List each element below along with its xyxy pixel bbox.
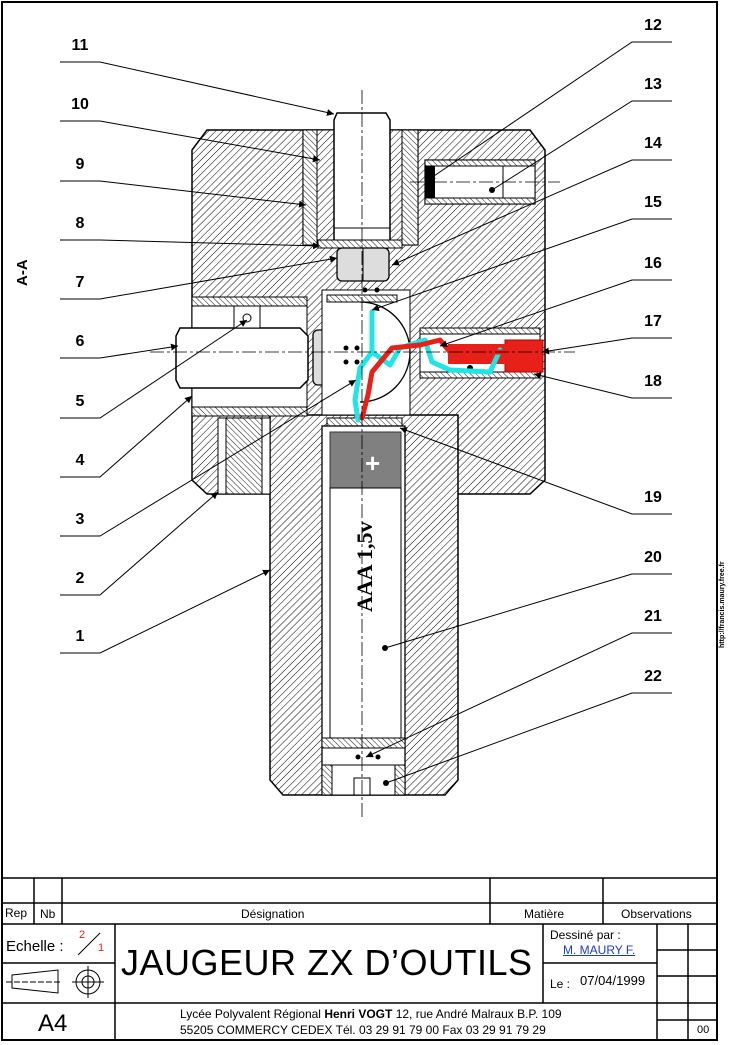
title-block-grid <box>2 877 717 1040</box>
part-label-13: 13 <box>644 76 662 93</box>
dessine-par-label: Dessiné par : <box>550 928 621 942</box>
leaders <box>60 41 672 784</box>
part-label-7: 7 <box>75 274 85 291</box>
school-line2: 55205 COMMERCY CEDEX Tél. 03 29 91 79 00… <box>180 1023 546 1037</box>
part-label-1: 1 <box>75 628 85 645</box>
cap-17 <box>504 339 544 373</box>
plate-19 <box>326 417 403 427</box>
revision: 00 <box>697 1024 710 1036</box>
scale-num: 2 <box>79 929 86 941</box>
section-label: A-A <box>14 259 31 286</box>
battery-20 <box>329 487 402 739</box>
part-label-22: 22 <box>644 668 662 685</box>
side-url: http://francis.maury.free.fr <box>719 561 726 648</box>
screw-5 <box>233 305 261 329</box>
part-label-14: 14 <box>644 135 662 152</box>
header-observations: Observations <box>621 907 692 921</box>
part-label-15: 15 <box>644 194 662 211</box>
part-label-20: 20 <box>644 549 662 566</box>
sleeve-9b <box>401 129 419 246</box>
part-label-10: 10 <box>71 96 89 113</box>
sleeve-9 <box>302 129 318 246</box>
part-label-12: 12 <box>644 17 662 34</box>
school-name: Henri VOGT <box>324 1007 393 1021</box>
center-lines <box>150 90 575 820</box>
part-label-5: 5 <box>75 393 85 410</box>
washer-8 <box>317 239 403 249</box>
author-link[interactable]: M. MAURY F. <box>563 943 636 957</box>
sheet-frame <box>1 1 718 1041</box>
header-rep: Rep <box>5 906 28 920</box>
battery-20-cap <box>329 431 402 489</box>
wire-red <box>359 337 508 421</box>
scale-den: 1 <box>98 942 105 954</box>
part-label-4: 4 <box>75 452 85 469</box>
part-label-8: 8 <box>75 215 85 232</box>
header-designation: Désignation <box>241 907 305 921</box>
school-pre: Lycée Polyvalent Régional <box>180 1007 321 1021</box>
part-label-6: 6 <box>75 333 85 350</box>
part-label-3: 3 <box>75 511 85 528</box>
wire-cyan <box>369 309 503 375</box>
school-line1: Lycée Polyvalent Régional Henri VOGT 12,… <box>180 1007 562 1021</box>
part-label-21: 21 <box>644 608 662 625</box>
part-label-16: 16 <box>644 255 662 272</box>
part-label-11: 11 <box>71 37 89 54</box>
projection-symbol-icon <box>6 966 104 998</box>
header-matiere: Matière <box>524 907 565 921</box>
part-label-19: 19 <box>644 489 662 506</box>
battery-label: AAA 1,5v <box>352 521 377 612</box>
drawing-title: JAUGEUR ZX D’OUTILS <box>121 942 533 983</box>
bushing-10 <box>316 129 336 246</box>
battery-plus: + <box>365 448 381 478</box>
school-post: 12, rue André Malraux B.P. 109 <box>395 1007 562 1021</box>
wires <box>352 309 508 423</box>
part-label-18: 18 <box>644 373 662 390</box>
format-a4: A4 <box>38 1010 68 1037</box>
part-label-17: 17 <box>644 313 662 330</box>
echelle-label: Echelle : <box>6 938 64 955</box>
date-value: 07/04/1999 <box>580 973 646 988</box>
part-label-9: 9 <box>75 156 85 173</box>
header-nb: Nb <box>40 907 56 921</box>
date-label: Le : <box>550 977 571 991</box>
part-label-2: 2 <box>75 570 85 587</box>
plunger-6 <box>175 327 309 389</box>
